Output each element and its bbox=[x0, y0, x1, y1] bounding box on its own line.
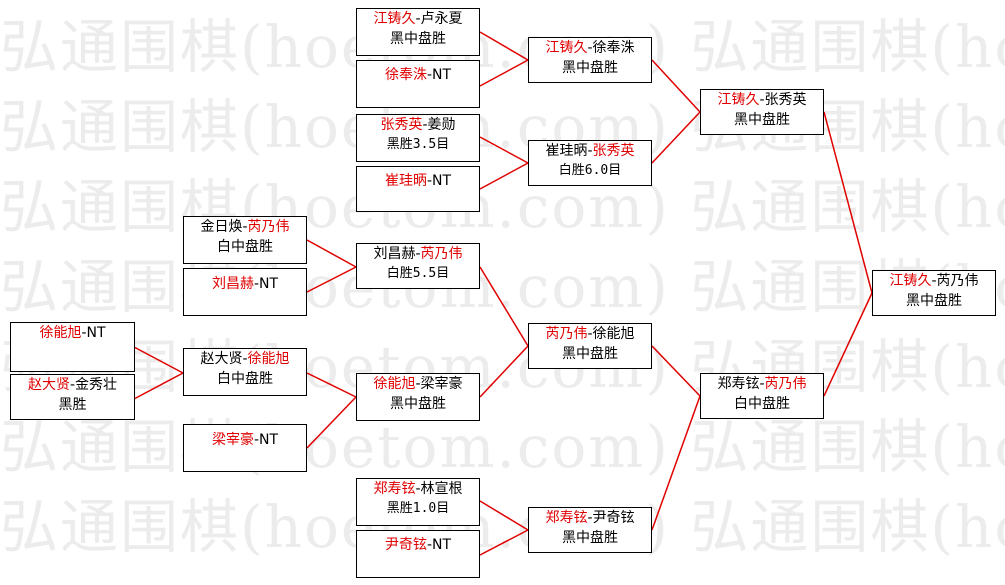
final-match-box: 江铸久-芮乃伟 黑中盘胜 bbox=[872, 270, 996, 316]
match-result: 黑中盘胜 bbox=[562, 346, 618, 362]
match-box: 赵大贤-徐能旭 白中盘胜 bbox=[183, 348, 307, 396]
player-name: NT bbox=[86, 325, 106, 341]
winner-name: 徐奉洙 bbox=[384, 67, 427, 83]
match-result: 白胜5.5目 bbox=[386, 266, 450, 281]
match-box: 江铸久-徐奉洙 黑中盘胜 bbox=[528, 37, 652, 83]
match-box: 尹奇铉-NT bbox=[356, 530, 480, 578]
player-name: 梁宰豪 bbox=[420, 376, 463, 392]
winner-name: 芮乃伟 bbox=[420, 246, 463, 262]
player-name: NT bbox=[259, 432, 279, 448]
match-result: 黑胜3.5目 bbox=[386, 137, 450, 152]
match-box: 赵大贤-金秀壮 黑胜 bbox=[10, 374, 135, 420]
winner-name: 梁宰豪 bbox=[211, 432, 254, 448]
watermark-row: 弘通围棋(hoetom.com) 弘通围棋(hoetom.com) bbox=[0, 93, 1005, 161]
player-name: 徐能旭 bbox=[592, 326, 635, 342]
match-box: 郑寿铉-林宣根 黑胜1.0目 bbox=[356, 478, 480, 526]
player-name: 崔珪昞 bbox=[545, 143, 588, 159]
winner-name: 江铸久 bbox=[717, 92, 760, 108]
match-box: 刘昌赫-芮乃伟 白胜5.5目 bbox=[356, 243, 480, 289]
winner-name: 张秀英 bbox=[380, 117, 423, 133]
player-name: 郑寿铉 bbox=[717, 376, 760, 392]
champion-name: 江铸久 bbox=[889, 273, 932, 289]
winner-name: 江铸久 bbox=[373, 11, 416, 27]
winner-name: 芮乃伟 bbox=[545, 326, 588, 342]
player-name: 姜勋 bbox=[427, 117, 456, 133]
match-result: 白中盘胜 bbox=[734, 396, 790, 412]
match-box: 芮乃伟-徐能旭 黑中盘胜 bbox=[528, 323, 652, 369]
watermark-row: 弘通围棋(hoetom.com) 弘通围棋(hoetom.com) bbox=[0, 493, 1005, 561]
dash-separator: - bbox=[81, 325, 87, 341]
player-name: 徐奉洙 bbox=[592, 40, 635, 56]
match-box: 崔珪昞-NT bbox=[356, 166, 480, 212]
match-result: 黑中盘胜 bbox=[390, 396, 446, 412]
match-box: 刘昌赫-NT bbox=[183, 268, 307, 316]
winner-name: 尹奇铉 bbox=[384, 537, 427, 553]
match-box: 江铸久-张秀英 黑中盘胜 bbox=[700, 89, 824, 135]
winner-name: 江铸久 bbox=[545, 40, 588, 56]
player-name: 芮乃伟 bbox=[936, 273, 979, 289]
player-name: 卢永夏 bbox=[420, 11, 463, 27]
winner-name: 芮乃伟 bbox=[764, 376, 807, 392]
match-result: 黑中盘胜 bbox=[562, 530, 618, 546]
match-box: 金日焕-芮乃伟 白中盘胜 bbox=[183, 216, 307, 264]
watermark-row: 弘通围棋(hoetom.com) 弘通围棋(hoetom.com) bbox=[0, 413, 1005, 481]
winner-name: 徐能旭 bbox=[373, 376, 416, 392]
player-name: NT bbox=[432, 67, 452, 83]
winner-name: 徐能旭 bbox=[39, 325, 82, 341]
player-name: 尹奇铉 bbox=[592, 510, 635, 526]
match-result: 黑胜 bbox=[58, 397, 87, 413]
player-name: 刘昌赫 bbox=[373, 246, 416, 262]
player-name: NT bbox=[432, 173, 452, 189]
player-name: 张秀英 bbox=[764, 92, 807, 108]
winner-name: 崔珪昞 bbox=[384, 173, 427, 189]
player-name: 金秀壮 bbox=[75, 377, 118, 393]
match-box: 徐能旭-梁宰豪 黑中盘胜 bbox=[356, 373, 480, 421]
player-name: NT bbox=[432, 537, 452, 553]
winner-name: 芮乃伟 bbox=[247, 219, 290, 235]
match-box: 徐奉洙-NT bbox=[356, 60, 480, 108]
winner-name: 张秀英 bbox=[592, 143, 635, 159]
winner-name: 郑寿铉 bbox=[545, 510, 588, 526]
match-result: 黑中盘胜 bbox=[562, 60, 618, 76]
match-result: 黑胜1.0目 bbox=[386, 501, 450, 516]
watermark-row: 弘通围棋(hoetom.com) 弘通围棋(hoetom.com) bbox=[0, 13, 1005, 81]
match-result: 黑中盘胜 bbox=[906, 293, 962, 309]
winner-name: 刘昌赫 bbox=[211, 276, 254, 292]
player-name: 金日焕 bbox=[200, 219, 243, 235]
match-result: 黑中盘胜 bbox=[390, 31, 446, 47]
winner-name: 徐能旭 bbox=[247, 351, 290, 367]
match-box: 徐能旭-NT bbox=[10, 322, 135, 372]
match-box: 郑寿铉-尹奇铉 黑中盘胜 bbox=[528, 507, 652, 553]
match-result: 白中盘胜 bbox=[217, 371, 273, 387]
match-box: 郑寿铉-芮乃伟 白中盘胜 bbox=[700, 373, 824, 419]
winner-name: 郑寿铉 bbox=[373, 481, 416, 497]
match-box: 梁宰豪-NT bbox=[183, 424, 307, 472]
winner-name: 赵大贤 bbox=[27, 377, 70, 393]
match-result: 白中盘胜 bbox=[217, 239, 273, 255]
match-result: 白胜6.0目 bbox=[558, 163, 622, 178]
watermark-row: 弘通围棋(hoetom.com) 弘通围棋(hoetom.com) bbox=[0, 173, 1005, 241]
player-name: 赵大贤 bbox=[200, 351, 243, 367]
watermark-row: 弘通围棋(hoetom.com) 弘通围棋(hoetom.com) bbox=[0, 253, 1005, 321]
player-name: NT bbox=[259, 276, 279, 292]
match-box: 崔珪昞-张秀英 白胜6.0目 bbox=[528, 140, 652, 186]
match-result: 黑中盘胜 bbox=[734, 112, 790, 128]
match-box: 张秀英-姜勋 黑胜3.5目 bbox=[356, 114, 480, 162]
match-box: 江铸久-卢永夏 黑中盘胜 bbox=[356, 8, 480, 56]
player-name: 林宣根 bbox=[420, 481, 463, 497]
